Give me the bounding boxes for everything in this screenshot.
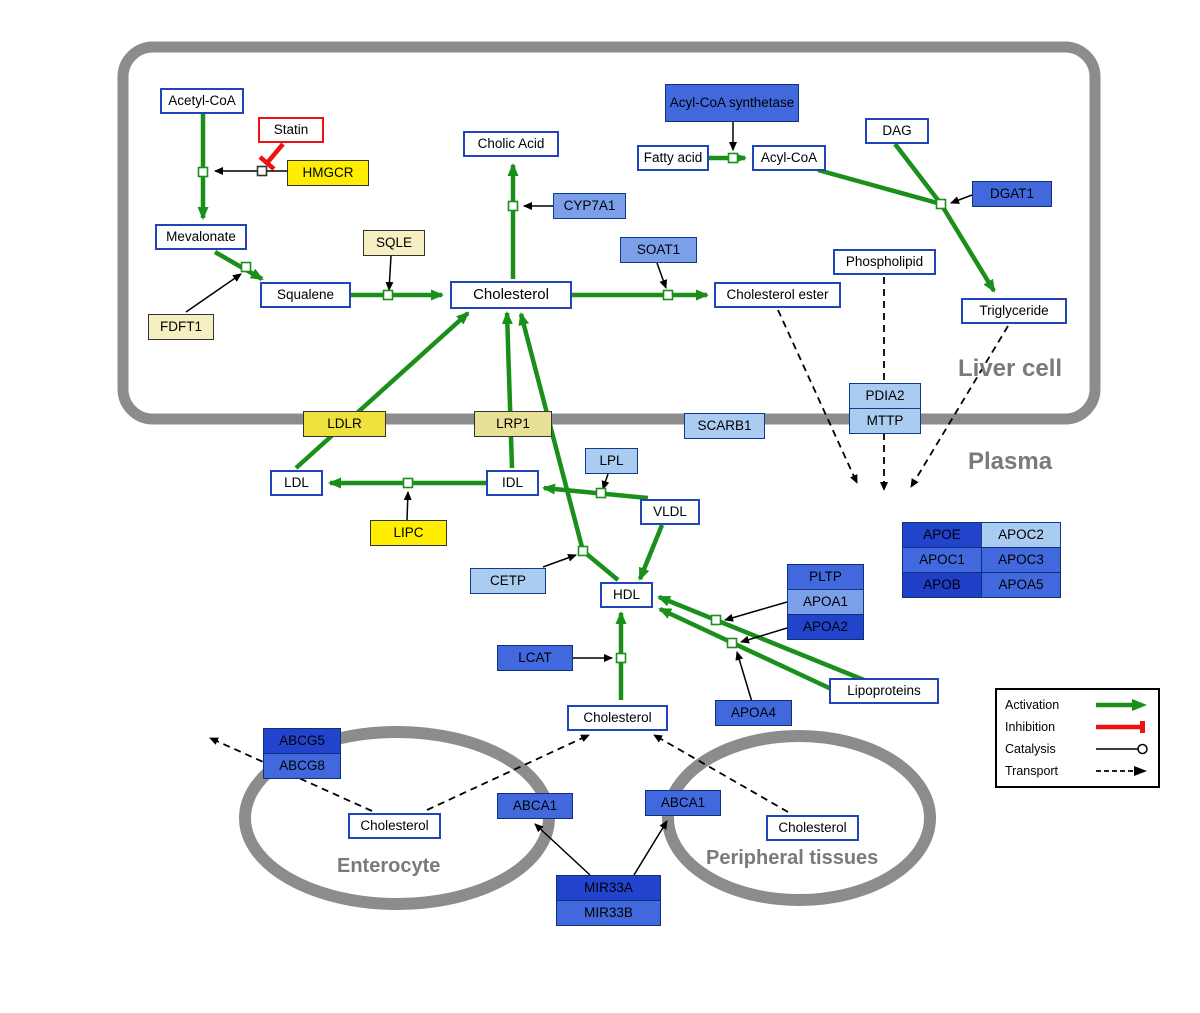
node-dag[interactable]: DAG <box>865 118 929 144</box>
node-apoa5[interactable]: APOA5 <box>981 572 1061 598</box>
node-squalene[interactable]: Squalene <box>260 282 351 308</box>
node-cetp[interactable]: CETP <box>470 568 546 594</box>
liver-cell-label: Liver cell <box>958 355 1063 382</box>
inhibition-edge <box>258 142 285 171</box>
edge-mevalonate-squalene <box>213 250 264 281</box>
node-lpl[interactable]: LPL <box>585 448 638 474</box>
peripheral-tissues-label: Peripheral tissues <box>706 847 879 869</box>
node-mir33b[interactable]: MIR33B <box>556 900 661 926</box>
node-cholic-acid[interactable]: Cholic Acid <box>463 131 559 157</box>
edge-apoa2-catalysis <box>740 627 788 644</box>
inhibition-tbar-icon <box>1096 721 1145 733</box>
node-dgat1[interactable]: DGAT1 <box>972 181 1052 207</box>
node-acetyl-coa[interactable]: Acetyl-CoA <box>160 88 244 114</box>
node-pdia2[interactable]: PDIA2 <box>849 383 921 409</box>
edge-apoa1-catalysis <box>724 601 788 622</box>
node-triglyceride[interactable]: Triglyceride <box>961 298 1067 324</box>
edge-vldl-hdl <box>637 524 665 581</box>
legend-inhibition-label: Inhibition <box>1005 720 1056 734</box>
node-cyp7a1[interactable]: CYP7A1 <box>553 193 626 219</box>
node-abcg8[interactable]: ABCG8 <box>263 753 341 779</box>
node-apoc1[interactable]: APOC1 <box>902 547 982 573</box>
legend-catalysis-label: Catalysis <box>1005 742 1056 756</box>
catalysis-circle-icon <box>1096 743 1148 755</box>
node-apoc3[interactable]: APOC3 <box>981 547 1061 573</box>
node-sqle[interactable]: SQLE <box>363 230 425 256</box>
edge-statin-inhibits-hmgcr <box>265 142 285 165</box>
edge-dag-junction <box>893 142 943 206</box>
node-cholesterol-plasma[interactable]: Cholesterol <box>567 705 668 731</box>
node-mevalonate[interactable]: Mevalonate <box>155 224 247 250</box>
node-phospholipid[interactable]: Phospholipid <box>833 249 936 275</box>
node-fdft1[interactable]: FDFT1 <box>148 314 214 340</box>
node-abca1-peripheral[interactable]: ABCA1 <box>645 790 721 816</box>
node-abca1-enterocyte[interactable]: ABCA1 <box>497 793 573 819</box>
node-apoa2[interactable]: APOA2 <box>787 614 864 640</box>
node-apoe[interactable]: APOE <box>902 522 982 548</box>
node-mttp[interactable]: MTTP <box>849 408 921 434</box>
edge-cetp-catalysis <box>542 553 577 568</box>
node-fatty-acid[interactable]: Fatty acid <box>637 145 709 171</box>
edge-sqle-catalysis <box>385 255 394 291</box>
edge-acylcoa-junction <box>817 167 942 207</box>
edge-apoa4-catalysis <box>735 651 753 703</box>
node-abcg5[interactable]: ABCG5 <box>263 728 341 754</box>
node-statin[interactable]: Statin <box>258 117 324 143</box>
legend-row-catalysis: Catalysis <box>1005 739 1150 759</box>
plasma-label: Plasma <box>968 448 1053 475</box>
node-acyl-coa-synthetase[interactable]: Acyl-CoA synthetase <box>665 84 799 122</box>
node-ldlr[interactable]: LDLR <box>303 411 386 437</box>
liver-cell-membrane <box>117 41 1101 425</box>
legend-row-activation: Activation <box>1005 695 1150 715</box>
node-lcat[interactable]: LCAT <box>497 645 573 671</box>
edge-mir33-abca1-left <box>534 823 591 876</box>
node-apoa1[interactable]: APOA1 <box>787 589 864 615</box>
node-lrp1[interactable]: LRP1 <box>474 411 552 437</box>
node-mir33a[interactable]: MIR33A <box>556 875 661 901</box>
node-lipoproteins[interactable]: Lipoproteins <box>829 678 939 704</box>
node-cholesterol-enterocyte[interactable]: Cholesterol <box>348 813 441 839</box>
edge-cholesterolester-transport <box>777 309 858 484</box>
node-pltp[interactable]: PLTP <box>787 564 864 590</box>
node-hdl[interactable]: HDL <box>600 582 653 608</box>
node-acyl-coa[interactable]: Acyl-CoA <box>752 145 826 171</box>
edge-soat1-catalysis <box>656 262 668 289</box>
edge-hdl-cholesterol <box>518 312 620 582</box>
node-hmgcr[interactable]: HMGCR <box>287 160 369 186</box>
activation-arrow-icon <box>1096 699 1147 711</box>
legend-activation-label: Activation <box>1005 698 1060 712</box>
edge-fdft1-catalysis <box>185 273 242 313</box>
node-apob[interactable]: APOB <box>902 572 982 598</box>
node-soat1[interactable]: SOAT1 <box>620 237 697 263</box>
edge-dgat1-catalysis <box>950 194 973 204</box>
node-idl[interactable]: IDL <box>486 470 539 496</box>
node-cholesterol-peripheral[interactable]: Cholesterol <box>766 815 859 841</box>
statin-inhibition-bar <box>258 155 276 171</box>
legend-transport-label: Transport <box>1005 764 1059 778</box>
edge-ldl-cholesterol <box>294 311 470 470</box>
node-apoc2[interactable]: APOC2 <box>981 522 1061 548</box>
node-scarb1[interactable]: SCARB1 <box>684 413 765 439</box>
node-lipc[interactable]: LIPC <box>370 520 447 546</box>
enterocyte-label: Enterocyte <box>337 855 441 877</box>
edge-idl-cholesterol <box>501 311 515 469</box>
transport-dashed-arrow-icon <box>1096 766 1147 776</box>
legend-row-inhibition: Inhibition <box>1005 717 1150 737</box>
node-ldl[interactable]: LDL <box>270 470 323 496</box>
edge-lipc-catalysis <box>403 491 412 521</box>
edge-junction-triglyceride <box>939 202 996 293</box>
node-cholesterol-ester[interactable]: Cholesterol ester <box>714 282 841 308</box>
node-apoa4[interactable]: APOA4 <box>715 700 792 726</box>
edge-lpl-catalysis <box>601 473 610 490</box>
legend-row-transport: Transport <box>1005 761 1150 781</box>
node-cholesterol-liver[interactable]: Cholesterol <box>450 281 572 309</box>
edge-mir33-abca1-right <box>633 820 668 876</box>
edge-vldl-idl <box>542 483 649 501</box>
legend: Activation Inhibition Catalysis Transpor… <box>995 688 1160 788</box>
node-vldl[interactable]: VLDL <box>640 499 700 525</box>
